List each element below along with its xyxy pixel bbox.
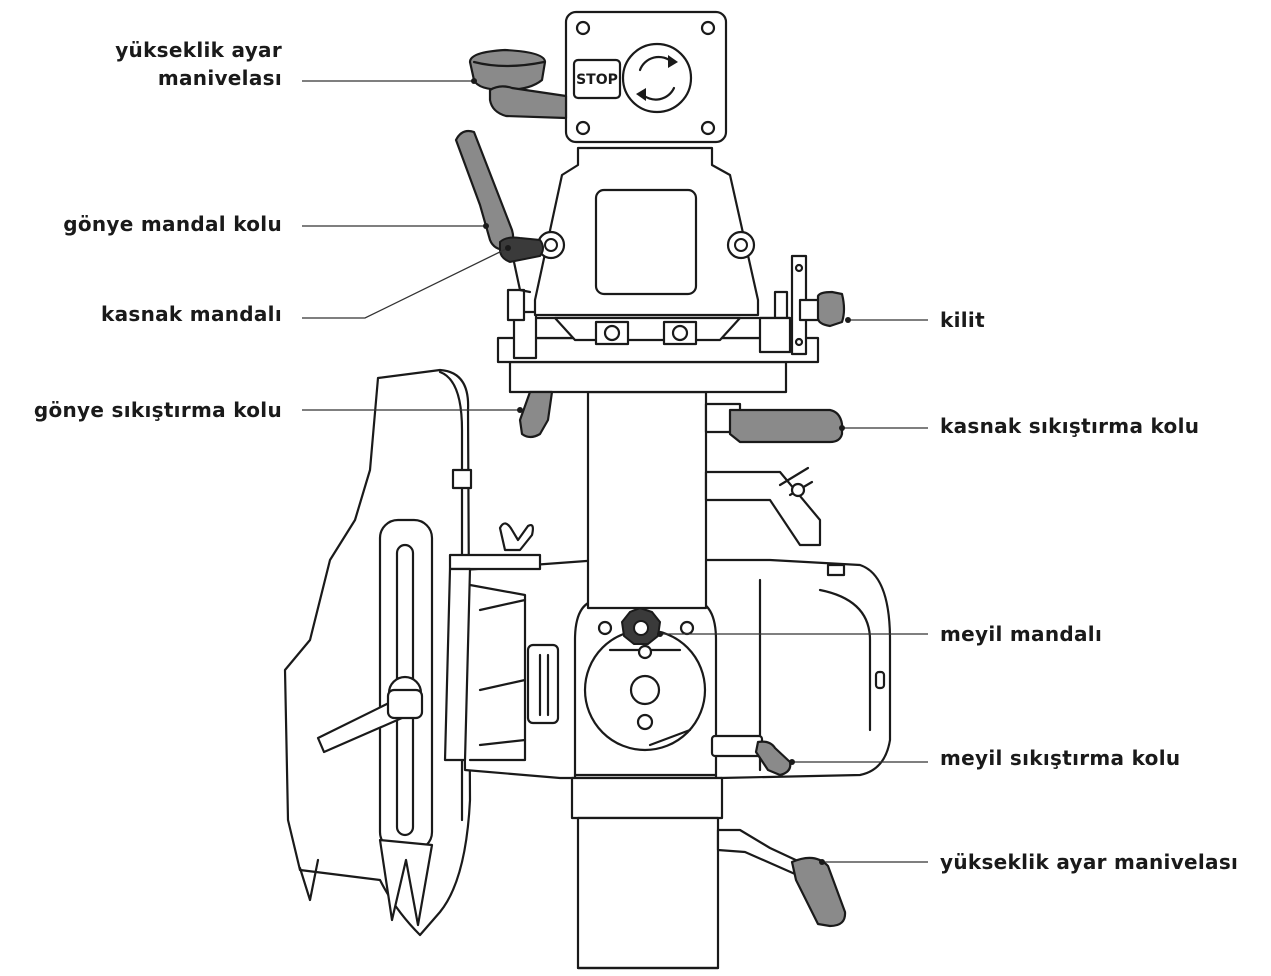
label-height-crank-bottom: yükseklik ayar manivelası [940, 850, 1239, 874]
label-lock: kilit [940, 308, 985, 332]
height-crank-top [468, 48, 568, 120]
side-hinge [526, 643, 560, 725]
height-crank-bottom [716, 828, 847, 928]
blade-guard [283, 368, 473, 937]
miter-clamp-lever [518, 390, 554, 439]
miter-latch-lever [454, 129, 544, 294]
lock-bracket [790, 254, 846, 356]
arm-bracket [704, 466, 822, 547]
yoke-base [496, 288, 820, 394]
leader-lines [302, 78, 928, 865]
bevel-clamp-lever [710, 734, 792, 777]
label-height-crank-top-line2: manivelası [157, 66, 282, 90]
wing-nut [498, 522, 534, 552]
rip-clamp-lever [704, 402, 844, 444]
label-miter-latch-lever: gönye mandal kolu [63, 212, 282, 236]
column [570, 390, 724, 970]
label-miter-clamp-lever: gönye sıkıştırma kolu [33, 398, 282, 422]
label-bevel-clamp-lever: meyil sıkıştırma kolu [940, 746, 1181, 770]
label-rip-clamp-lever: kasnak sıkıştırma kolu [940, 414, 1200, 438]
label-pulley-latch: kasnak mandalı [101, 302, 282, 326]
stop-label: STOP [576, 72, 618, 88]
bevel-knob [620, 606, 662, 660]
label-bevel-latch: meyil mandalı [940, 622, 1103, 646]
stop-switch-box [564, 10, 728, 144]
label-height-crank-top-line1: yükseklik ayar [115, 38, 282, 62]
motor-hood [533, 146, 760, 317]
blade-arbor-knob [316, 675, 424, 754]
